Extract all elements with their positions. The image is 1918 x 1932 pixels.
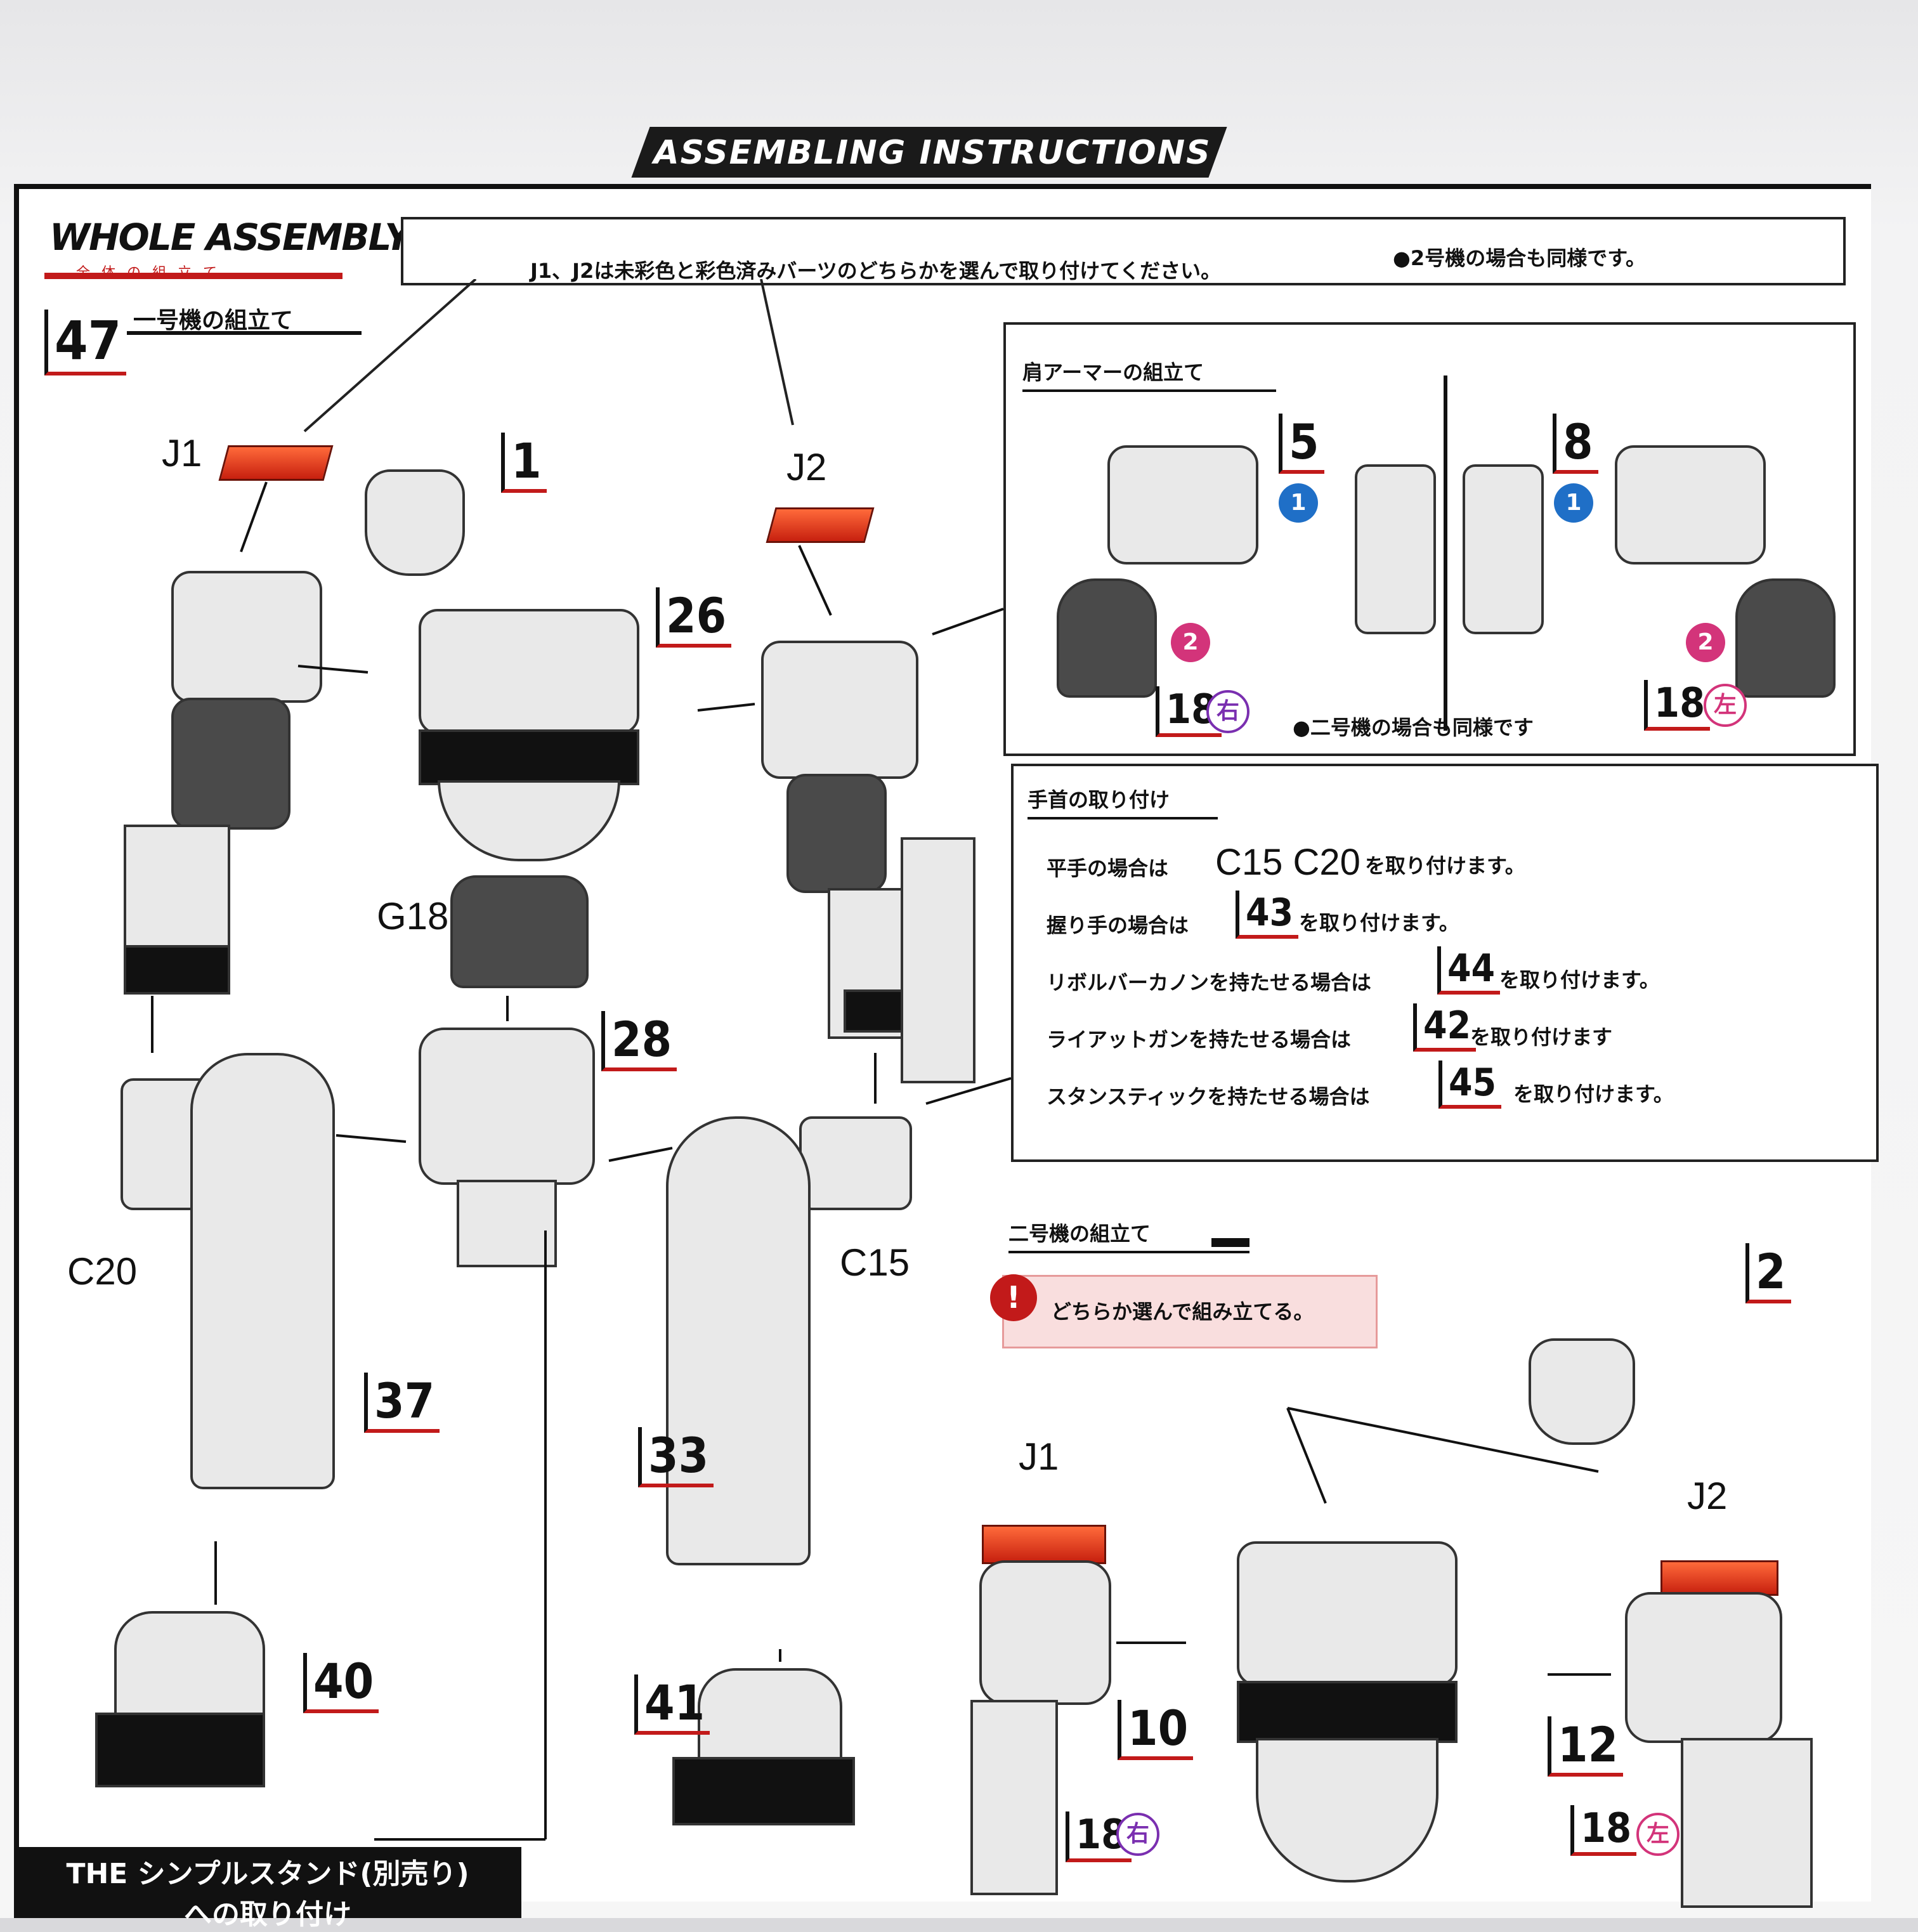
hand-row-4-post: を取り付けます <box>1470 1025 1613 1049</box>
left-badge-unit2: 左 <box>1636 1813 1680 1856</box>
hand-row-3-post: を取り付けます。 <box>1499 968 1660 992</box>
section-underline <box>44 273 342 279</box>
hand-row-2-post: を取り付けます。 <box>1299 911 1459 935</box>
armor-right <box>1107 445 1258 565</box>
step-47: 47 <box>44 310 127 375</box>
part-g18 <box>450 875 589 988</box>
foot-right-sole <box>95 1713 265 1787</box>
step-28: 28 <box>601 1011 677 1071</box>
right-badge: 右 <box>1206 690 1249 733</box>
label-c15: C15 <box>840 1241 910 1284</box>
hand-row-1-post: を取り付けます。 <box>1365 854 1525 878</box>
hip-unit <box>419 1028 595 1185</box>
step-10: 10 <box>1118 1700 1194 1760</box>
arm-right-piece <box>1057 578 1157 698</box>
label-j1: J1 <box>162 432 202 474</box>
stand-line-1: THE シンプルスタンド(別売り) <box>66 1858 469 1890</box>
shoulder-armor-box: 肩アーマーの組立て 5 1 2 18 右 8 1 2 18 左 ●二号機の場合も… <box>1003 322 1856 756</box>
top-callout: J1、J2は未彩色と彩色済みバーツのどちらかを選んで取り付けてください。 ●2号… <box>401 217 1846 285</box>
hand-box: 手首の取り付け 平手の場合は C15 C20 を取り付けます。 握り手の場合は … <box>1011 764 1879 1162</box>
section-subtitle: 全体の組立て <box>76 265 229 281</box>
head-unit2 <box>1529 1338 1635 1445</box>
unit2-warning-text: どちらか選んで組み立てる。 <box>1051 1300 1314 1324</box>
shoulder-note: ●二号機の場合も同様です <box>1293 715 1534 740</box>
step-2: 2 <box>1745 1243 1791 1303</box>
leg-right <box>190 1053 335 1489</box>
torso-waistband-unit2 <box>1237 1681 1458 1743</box>
order-1-left: 1 <box>1554 483 1593 523</box>
step-33: 33 <box>638 1427 714 1487</box>
arm-left-piece <box>1735 578 1836 698</box>
step-47-underline <box>127 331 362 335</box>
hand-row-3-pre: リボルバーカノンを持たせる場合は <box>1047 970 1372 995</box>
unit2-warning: ! どちらか選んで組み立てる。 <box>990 1274 1378 1348</box>
header-title: ASSEMBLING INSTRUCTIONS <box>653 134 1211 172</box>
armor-left <box>1615 445 1766 565</box>
arm-right-unit2 <box>970 1700 1058 1895</box>
hand-row-3-part: 44 <box>1437 946 1501 995</box>
hand-row-2-part: 43 <box>1236 891 1299 939</box>
torso-upper-unit2 <box>1237 1541 1458 1686</box>
part-j2-unit2 <box>1660 1560 1778 1596</box>
order-1-right: 1 <box>1279 483 1318 523</box>
foot-left-sole <box>672 1757 855 1825</box>
hand-c15 <box>799 1116 912 1210</box>
forearm-right-cuff <box>124 945 230 995</box>
top-callout-text: J1、J2は未彩色と彩色済みバーツのどちらかを選んで取り付けてください。 <box>530 259 1222 283</box>
shoulder-block-right <box>1355 464 1436 634</box>
hand-row-2-pre: 握り手の場合は <box>1047 913 1189 937</box>
label-j2-unit2: J2 <box>1687 1475 1728 1517</box>
step-41: 41 <box>634 1674 710 1735</box>
top-callout-note: ●2号機の場合も同様です。 <box>1393 246 1646 270</box>
leg-left <box>666 1116 811 1565</box>
step-18-unit2-right: 18 <box>1066 1811 1132 1862</box>
right-badge-unit2: 右 <box>1116 1813 1159 1856</box>
hand-row-1-pre: 平手の場合は <box>1047 856 1169 880</box>
shoulder-right <box>171 571 322 703</box>
hand-box-title: 手首の取り付け <box>1028 784 1218 819</box>
upper-arm-right <box>171 698 290 830</box>
label-c20: C20 <box>67 1250 138 1293</box>
shoulder-armor-title: 肩アーマーの組立て <box>1022 356 1276 392</box>
shoulder-divider <box>1444 375 1447 731</box>
arm-left-unit2 <box>1681 1738 1813 1908</box>
step-12: 12 <box>1548 1716 1624 1777</box>
hand-row-1-part: C15 C20 <box>1215 842 1360 883</box>
hand-row-5-post: を取り付けます。 <box>1513 1082 1674 1106</box>
unit2-title: 二号機の組立て <box>1008 1218 1249 1253</box>
label-g18: G18 <box>377 895 449 937</box>
step-18-left: 18 <box>1644 680 1711 731</box>
section-title: WHOLE ASSEMBLY <box>49 216 411 259</box>
left-badge: 左 <box>1704 684 1747 727</box>
upper-arm-left <box>786 774 887 893</box>
shoulder-left-unit2 <box>1625 1592 1782 1743</box>
step-18-unit2-left: 18 <box>1570 1805 1637 1856</box>
hand-row-4-part: 42 <box>1413 1003 1477 1052</box>
order-2-right: 2 <box>1171 623 1210 662</box>
left-shield <box>901 837 975 1083</box>
head-unit1 <box>365 469 465 576</box>
step-40: 40 <box>303 1653 379 1713</box>
step-47-title: 一号機の組立て <box>133 308 294 334</box>
step-1: 1 <box>501 433 547 493</box>
hand-row-5-part: 45 <box>1438 1061 1502 1109</box>
step-8: 8 <box>1553 414 1598 474</box>
step-5: 5 <box>1279 414 1324 474</box>
unit2-title-bar <box>1211 1238 1249 1247</box>
step-26: 26 <box>656 587 732 648</box>
order-2-left: 2 <box>1686 623 1725 662</box>
hand-row-4-pre: ライアットガンを持たせる場合は <box>1047 1028 1352 1052</box>
warning-icon: ! <box>990 1274 1037 1321</box>
hand-row-5-pre: スタンスティックを持たせる場合は <box>1047 1085 1370 1109</box>
shoulder-block-left <box>1463 464 1544 634</box>
step-37: 37 <box>364 1373 440 1433</box>
label-j1-unit2: J1 <box>1019 1435 1059 1478</box>
hip-lower <box>457 1180 557 1267</box>
label-j2: J2 <box>786 446 827 488</box>
callout-pointers <box>303 279 794 433</box>
